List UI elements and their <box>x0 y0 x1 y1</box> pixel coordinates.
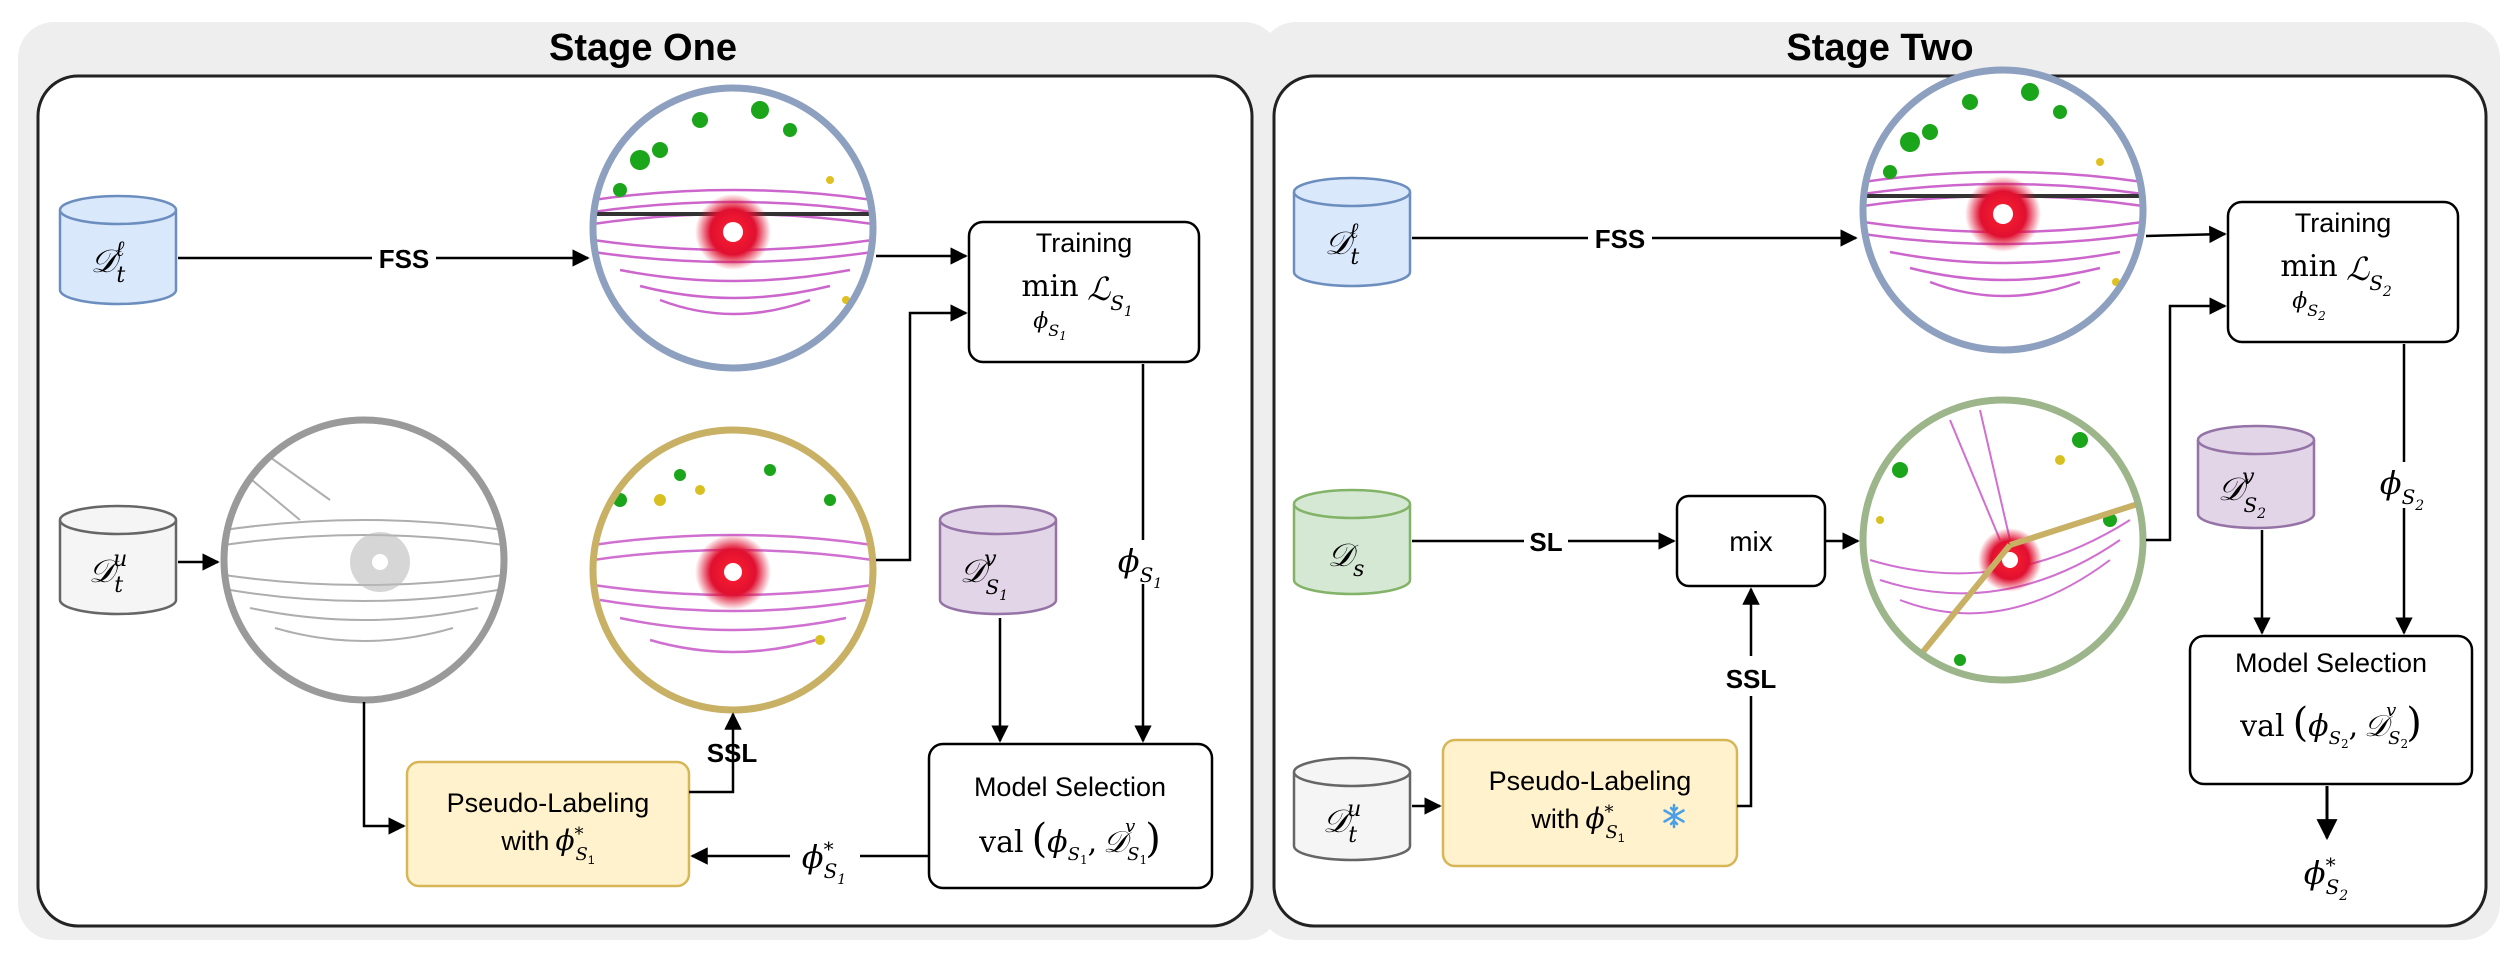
labeled-point-cloud <box>589 84 877 372</box>
edge-cloud-to-pseudo <box>362 702 406 835</box>
ssl-label-stage-one: SSL <box>707 738 758 768</box>
edge-mix-cloud-to-training <box>2146 297 2227 542</box>
sl-label: SL <box>1529 527 1562 557</box>
svg-text:𝒟S2v: 𝒟S2v <box>2218 465 2266 522</box>
fss-label-stage-two: FSS <box>1595 224 1646 254</box>
svg-text:𝒟S1v: 𝒟S1v <box>960 547 1008 604</box>
model-selection-label: Model Selection <box>2235 648 2427 678</box>
unlabeled-point-cloud <box>220 416 508 704</box>
svg-text:𝒟tℓ: 𝒟tℓ <box>91 237 126 288</box>
training-box-stage-two: Training min ℒS2 ϕS2 <box>2226 200 2460 344</box>
labeled-target-cylinder: 𝒟tℓ <box>58 194 178 306</box>
pseudo-labeling-label: Pseudo-Labeling <box>447 788 650 818</box>
svg-text:𝒟tu: 𝒟tu <box>1323 797 1362 848</box>
source-cylinder: 𝒟s <box>1292 488 1412 596</box>
svg-text:ℒS1: ℒS1 <box>1087 270 1133 320</box>
mix-label: mix <box>1729 526 1773 557</box>
validation-cylinder-stage-one: 𝒟S1v <box>938 504 1058 616</box>
svg-text:val(ϕS1,𝒟S1v): val(ϕS1,𝒟S1v) <box>978 816 1161 867</box>
training-label: Training <box>1036 228 1133 258</box>
edge-pseudo-to-training <box>876 304 968 562</box>
svg-text:ϕS2: ϕS2 <box>2292 289 2326 323</box>
edge-pseudo-to-ssl <box>689 712 742 794</box>
stage-one-title: Stage One <box>549 27 737 69</box>
snowflake-icon <box>1663 803 1685 829</box>
phi-s2-label: ϕS2 <box>2380 464 2425 514</box>
svg-text:ℒS2: ℒS2 <box>2346 250 2392 300</box>
min-operator: min <box>1021 269 1078 304</box>
min-operator: min <box>2280 249 2337 284</box>
model-selection-label: Model Selection <box>974 772 1166 802</box>
superscript: ℓ <box>115 237 125 262</box>
svg-text:𝒟tu: 𝒟tu <box>89 547 128 598</box>
training-label: Training <box>2295 208 2392 238</box>
phi-s1-label: ϕS1 <box>1118 542 1162 592</box>
stage-two-title: Stage Two <box>1786 27 1973 69</box>
phi-s2-star-output: ϕ*S2 <box>2304 853 2349 904</box>
svg-text:val(ϕS2,𝒟S2v): val(ϕS2,𝒟S2v) <box>2239 700 2422 751</box>
phi-s1-star-label: ϕ*S1 <box>802 837 846 888</box>
svg-text:ϕS1: ϕS1 <box>1033 309 1067 343</box>
mixed-point-cloud <box>1859 396 2147 684</box>
svg-text:𝒟tℓ: 𝒟tℓ <box>1325 219 1360 270</box>
subscript: t <box>116 263 125 288</box>
pseudo-labeling-label: Pseudo-Labeling <box>1489 766 1692 796</box>
validation-cylinder-stage-two: 𝒟S2v <box>2196 424 2316 530</box>
edge-labeled-to-training-stage-two <box>2145 225 2227 244</box>
unlabeled-target-cylinder-stage-two: 𝒟tu <box>1292 756 1412 862</box>
unlabeled-target-cylinder: 𝒟tu <box>58 504 178 616</box>
labeled-point-cloud-stage-two <box>1859 66 2147 354</box>
training-box-stage-one: Training min ℒS1 ϕS1 <box>967 220 1201 364</box>
labeled-target-cylinder-stage-two: 𝒟tℓ <box>1292 176 1412 288</box>
mix-box: mix <box>1675 494 1827 588</box>
pseudo-labeled-point-cloud <box>589 426 877 714</box>
ssl-label-stage-two: SSL <box>1726 664 1777 694</box>
model-selection-box-stage-one: Model Selection val(ϕS1,𝒟S1v) <box>927 742 1214 890</box>
model-selection-box-stage-two: Model Selection val(ϕS2,𝒟S2v) <box>2188 634 2474 786</box>
fss-label-stage-one: FSS <box>379 244 430 274</box>
